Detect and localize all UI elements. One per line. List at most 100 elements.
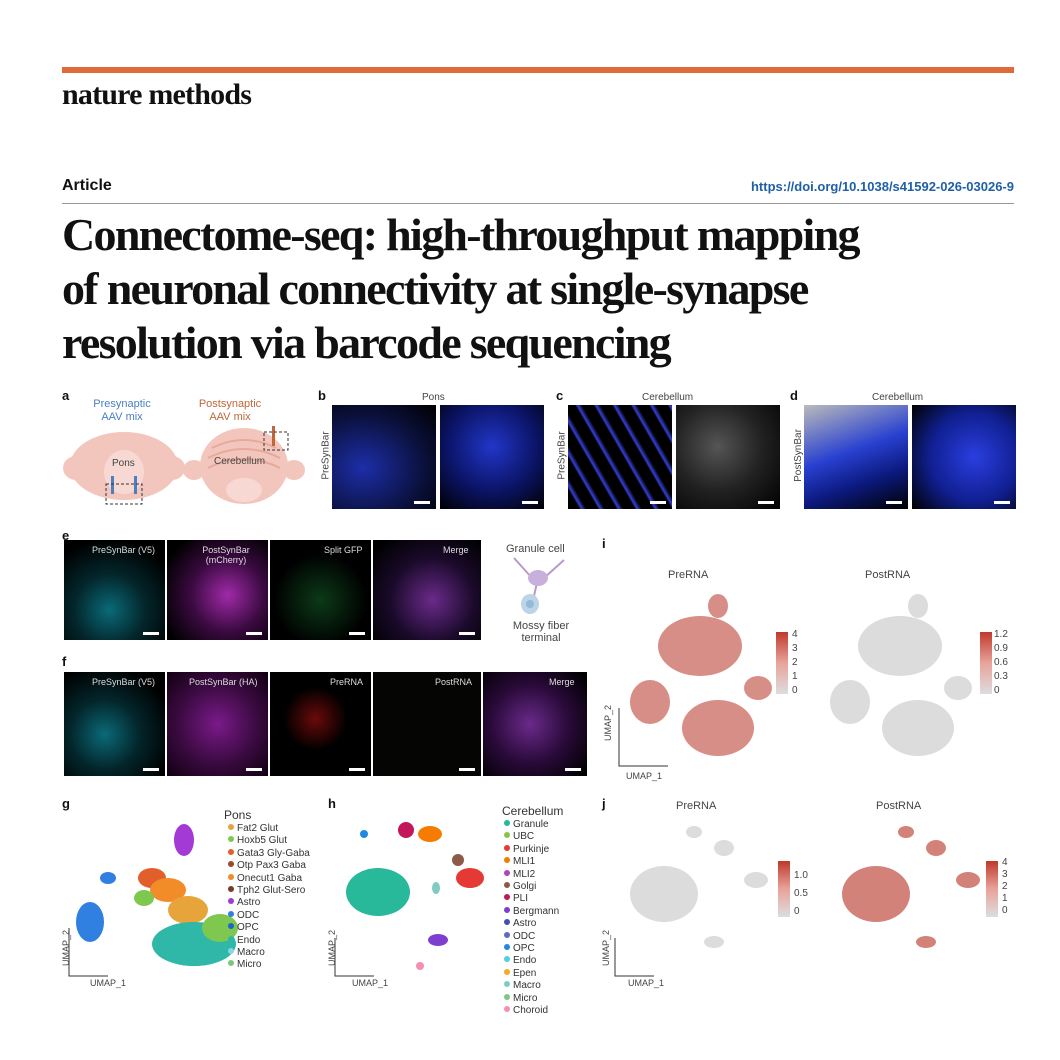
legend-swatch — [504, 894, 510, 901]
j-right-title: PostRNA — [876, 800, 922, 812]
legend-label: Epen — [513, 967, 537, 979]
j-left-title: PreRNA — [676, 800, 717, 812]
legend-label: Onecut1 Gaba — [237, 872, 303, 884]
legend-label: Otp Pax3 Gaba — [237, 860, 306, 872]
e-merge-image: Merge — [373, 540, 481, 640]
h-legend-item: Choroid — [504, 1005, 559, 1017]
title-line-2: of neuronal connectivity at single-synap… — [62, 263, 809, 314]
i-prerna-umap — [618, 588, 788, 768]
legend-label: MLI2 — [513, 868, 536, 880]
h-legend-item: Golgi — [504, 881, 559, 893]
i-yaxis: UMAP_2 — [603, 704, 614, 742]
legend-swatch — [228, 824, 234, 830]
legend-swatch — [504, 832, 510, 839]
tick: 4 — [1002, 857, 1008, 868]
scale-bar — [143, 632, 159, 635]
pons-zoom-image — [440, 405, 544, 509]
legend-swatch — [504, 931, 510, 938]
g-yaxis: UMAP_2 — [61, 929, 72, 967]
h-legend-title: Cerebellum — [502, 804, 564, 818]
tick: 1.2 — [994, 629, 1008, 640]
legend-label: Fat2 Glut — [237, 823, 279, 834]
legend-label: Golgi — [513, 881, 537, 893]
scale-bar — [522, 501, 538, 504]
g-legend-item: Onecut1 Gaba — [228, 873, 310, 885]
legend-swatch — [504, 981, 510, 988]
i-right-title: PostRNA — [865, 569, 911, 581]
legend-label: Hoxb5 Glut — [237, 835, 288, 847]
panel-b-ylabel: PreSynBar — [320, 431, 332, 480]
panel-a-schematic — [62, 396, 312, 514]
f-panel-title-2: PostSynBar (HA) — [189, 677, 258, 687]
legend-swatch — [228, 960, 234, 967]
legend-swatch — [504, 882, 510, 889]
i-right-colorbar — [980, 632, 992, 694]
panel-label-b: b — [318, 388, 326, 403]
g-legend-item: Micro — [228, 959, 310, 971]
scale-bar — [886, 501, 902, 504]
tick: 2 — [1002, 881, 1008, 892]
tick: 1 — [1002, 893, 1008, 904]
legend-swatch — [504, 1006, 510, 1013]
article-type: Article — [62, 177, 112, 194]
legend-swatch — [504, 844, 510, 851]
article-title: Connectome-seq: high-throughput mapping … — [62, 208, 1022, 370]
tick: 0.6 — [994, 657, 1008, 668]
i-right-ticks: 1.2 0.9 0.6 0.3 0 — [994, 629, 1016, 699]
legend-label: Purkinje — [513, 843, 550, 855]
e-splitgfp-image: Split GFP — [270, 540, 371, 640]
doi-link[interactable]: https://doi.org/10.1038/s41592-026-03026… — [750, 179, 1014, 194]
legend-label: Astro — [513, 918, 537, 930]
h-legend-item: MLI1 — [504, 856, 559, 868]
f-panel-title-4: PostRNA — [435, 677, 473, 687]
scale-bar — [414, 501, 430, 504]
h-legend-item: Endo — [504, 955, 559, 967]
legend-label: Macro — [237, 947, 265, 959]
h-legend-item: MLI2 — [504, 869, 559, 881]
g-legend-item: Hoxb5 Glut — [228, 835, 310, 847]
g-legend-title: Pons — [224, 808, 252, 822]
panel-label-i: i — [602, 536, 606, 551]
g-legend-item: Gata3 Gly-Gaba — [228, 848, 310, 860]
legend-swatch — [228, 935, 234, 942]
journal-name: nature methods — [62, 78, 252, 111]
h-xaxis: UMAP_1 — [352, 978, 389, 988]
legend-swatch — [228, 836, 234, 843]
f-prerna-image: PreRNA — [270, 672, 371, 776]
legend-swatch — [228, 898, 234, 905]
e-panel-title-2: PostSynBar (mCherry) — [202, 545, 250, 565]
tick: 2 — [792, 657, 798, 668]
scale-bar — [650, 501, 666, 504]
e-postsynbar-image: PostSynBar (mCherry) — [167, 540, 268, 640]
header-divider — [62, 203, 1014, 204]
tick: 0 — [794, 906, 800, 917]
title-line-1: Connectome-seq: high-throughput mapping — [62, 209, 860, 260]
e-panel-title-3: Split GFP — [324, 545, 363, 555]
f-postrna-image: PostRNA — [373, 672, 481, 776]
legend-swatch — [228, 861, 234, 868]
j-prerna-umap — [614, 818, 784, 978]
h-legend-item: ODC — [504, 931, 559, 943]
panel-label-a: a — [62, 388, 70, 403]
granule-cell-label: Granule cell — [506, 543, 565, 555]
f-panel-title-1: PreSynBar (V5) — [92, 677, 156, 687]
legend-label: MLI1 — [513, 856, 536, 868]
scale-bar — [246, 768, 262, 771]
legend-label: Tph2 Glut-Sero — [237, 885, 306, 897]
h-legend-item: Purkinje — [504, 844, 559, 856]
legend-label: Micro — [513, 992, 538, 1004]
scale-bar — [994, 501, 1010, 504]
accent-bar — [62, 67, 1014, 73]
g-legend-item: Fat2 Glut — [228, 823, 310, 835]
legend-label: Gata3 Gly-Gaba — [237, 847, 310, 859]
postsynaptic-label: Postsynaptic AAV mix — [198, 398, 262, 423]
cerebellum-overview-image — [568, 405, 672, 509]
h-legend-item: Macro — [504, 980, 559, 992]
legend-label: OPC — [513, 943, 535, 955]
legend-label: Micro — [237, 959, 262, 971]
f-postsynbar-image: PostSynBar (HA) — [167, 672, 268, 776]
panel-label-j: j — [602, 796, 606, 811]
tick: 0.3 — [994, 671, 1008, 682]
legend-swatch — [504, 857, 510, 864]
